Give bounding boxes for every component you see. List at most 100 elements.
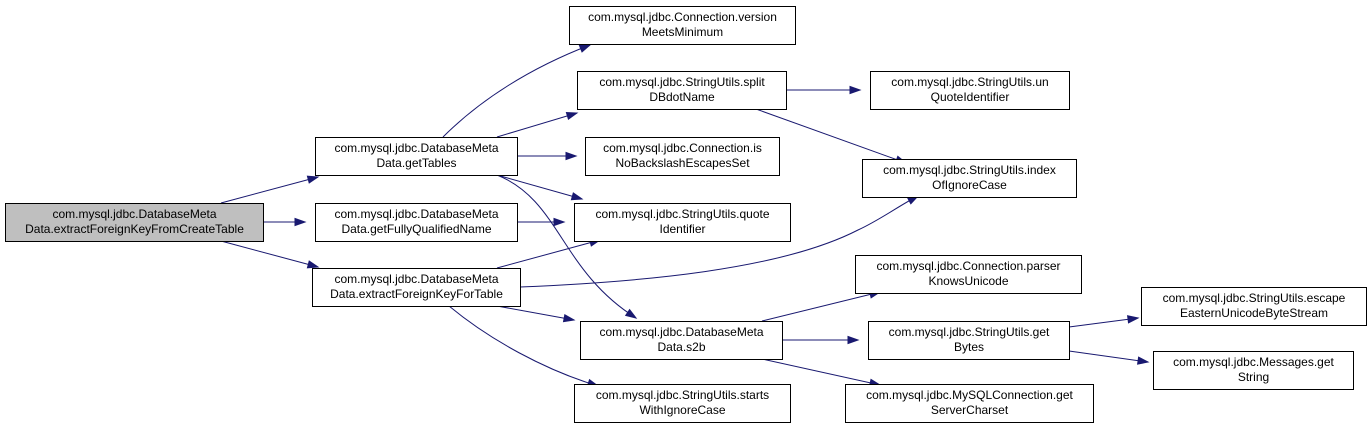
- node-label-line: com.mysql.jdbc.MySQLConnection.get: [866, 388, 1073, 402]
- edge-line: [496, 305, 575, 321]
- node-label-line: Data.extractForeignKeyFromCreateTable: [25, 222, 244, 236]
- arrowhead: [306, 175, 320, 184]
- node-box[interactable]: [862, 159, 1077, 198]
- node-box[interactable]: [1153, 351, 1354, 390]
- edge-efkt-to-swic: [448, 305, 600, 387]
- node-ioic[interactable]: com.mysql.jdbc.StringUtils.indexOfIgnore…: [862, 159, 1077, 198]
- node-label-line: Data.getFullyQualifiedName: [341, 222, 491, 236]
- edge-line: [442, 44, 591, 138]
- node-box[interactable]: [569, 6, 796, 45]
- arrowhead: [565, 151, 578, 161]
- edge-s2b-to-gsc: [761, 358, 882, 387]
- node-label-line: com.mysql.jdbc.Messages.get: [1173, 355, 1334, 369]
- node-gsc[interactable]: com.mysql.jdbc.MySQLConnection.getServer…: [845, 384, 1094, 423]
- arrowhead: [847, 335, 860, 345]
- edge-gt-to-s2b: [496, 174, 638, 319]
- edge-line: [448, 305, 599, 387]
- node-label-line: com.mysql.jdbc.DatabaseMeta: [334, 272, 498, 286]
- arrowhead: [306, 260, 320, 269]
- arrowhead: [294, 217, 307, 227]
- edge-line: [220, 176, 319, 204]
- node-label-line: com.mysql.jdbc.StringUtils.escape: [1163, 291, 1346, 305]
- edge-efkt-to-s2b: [496, 305, 576, 323]
- node-label-line: com.mysql.jdbc.StringUtils.un: [891, 75, 1048, 89]
- node-box[interactable]: [868, 321, 1070, 360]
- node-eeu[interactable]: com.mysql.jdbc.StringUtils.escapeEastern…: [1141, 287, 1367, 326]
- edge-root-to-gt: [220, 175, 320, 204]
- node-cnb[interactable]: com.mysql.jdbc.Connection.isNoBackslashE…: [585, 137, 780, 176]
- node-label-line: OfIgnoreCase: [932, 178, 1007, 192]
- edge-s2b-to-gb: [782, 335, 860, 345]
- node-box[interactable]: [577, 71, 787, 110]
- node-label-line: com.mysql.jdbc.Connection.parser: [876, 259, 1060, 273]
- arrowhead: [553, 217, 566, 227]
- node-box[interactable]: [312, 268, 521, 307]
- node-label-line: com.mysql.jdbc.DatabaseMeta: [334, 141, 498, 155]
- node-label-line: QuoteIdentifier: [931, 90, 1010, 104]
- edge-gfq-to-qi: [517, 217, 566, 227]
- node-box[interactable]: [315, 137, 518, 176]
- node-root[interactable]: com.mysql.jdbc.DatabaseMetaData.extractF…: [5, 203, 264, 242]
- arrowhead: [570, 192, 584, 201]
- node-gt[interactable]: com.mysql.jdbc.DatabaseMetaData.getTable…: [315, 137, 518, 176]
- node-label-line: DBdotName: [649, 90, 715, 104]
- node-label-line: com.mysql.jdbc.StringUtils.get: [889, 325, 1050, 339]
- arrowhead: [624, 308, 638, 319]
- edge-line: [761, 358, 881, 386]
- node-label-line: EasternUnicodeByteStream: [1180, 306, 1328, 320]
- node-label-line: String: [1238, 370, 1269, 384]
- node-label-line: com.mysql.jdbc.StringUtils.starts: [596, 388, 769, 402]
- node-label-line: KnowsUnicode: [928, 274, 1008, 288]
- node-label-line: ServerCharset: [931, 403, 1009, 417]
- node-label-line: com.mysql.jdbc.Connection.is: [603, 141, 762, 155]
- edge-root-to-efkt: [220, 240, 320, 269]
- node-box[interactable]: [5, 203, 264, 242]
- node-label-line: Data.s2b: [657, 340, 705, 354]
- node-box[interactable]: [585, 137, 780, 176]
- edges-layer: [220, 44, 1150, 387]
- edge-efkt-to-qi: [496, 238, 602, 269]
- edge-line: [496, 174, 637, 319]
- node-label-line: com.mysql.jdbc.DatabaseMeta: [52, 207, 216, 221]
- node-label-line: com.mysql.jdbc.Connection.version: [588, 10, 777, 24]
- arrowhead: [1137, 356, 1150, 365]
- edge-line: [496, 174, 583, 200]
- node-qi[interactable]: com.mysql.jdbc.StringUtils.quoteIdentifi…: [574, 203, 791, 242]
- node-label-line: WithIgnoreCase: [639, 403, 725, 417]
- node-uqi[interactable]: com.mysql.jdbc.StringUtils.unQuoteIdenti…: [870, 71, 1070, 110]
- node-box[interactable]: [870, 71, 1070, 110]
- node-swic[interactable]: com.mysql.jdbc.StringUtils.startsWithIgn…: [574, 384, 791, 423]
- edge-line: [496, 112, 578, 138]
- node-label-line: com.mysql.jdbc.DatabaseMeta: [334, 207, 498, 221]
- arrowhead: [578, 44, 592, 53]
- edge-gt-to-cvm: [442, 44, 592, 138]
- node-box[interactable]: [845, 384, 1094, 423]
- node-cvm[interactable]: com.mysql.jdbc.Connection.versionMeetsMi…: [569, 6, 796, 45]
- node-gfq[interactable]: com.mysql.jdbc.DatabaseMetaData.getFully…: [315, 203, 518, 242]
- arrowhead: [565, 111, 579, 121]
- node-efkt[interactable]: com.mysql.jdbc.DatabaseMetaData.extractF…: [312, 268, 521, 307]
- node-box[interactable]: [574, 384, 791, 423]
- node-label-line: Identifier: [659, 222, 705, 236]
- node-box[interactable]: [855, 255, 1082, 294]
- edge-line: [755, 108, 907, 164]
- node-label-line: Data.extractForeignKeyForTable: [330, 287, 503, 301]
- node-box[interactable]: [1141, 287, 1367, 326]
- edge-gb-to-eeu: [1068, 315, 1140, 328]
- node-box[interactable]: [315, 203, 518, 242]
- node-label-line: Bytes: [954, 340, 984, 354]
- arrowhead: [1127, 315, 1140, 324]
- node-split[interactable]: com.mysql.jdbc.StringUtils.splitDBdotNam…: [577, 71, 787, 110]
- node-cpku[interactable]: com.mysql.jdbc.Connection.parserKnowsUni…: [855, 255, 1082, 294]
- node-box[interactable]: [574, 203, 791, 242]
- edge-gt-to-cnb: [517, 151, 578, 161]
- edge-s2b-to-cpku: [761, 290, 882, 322]
- node-label-line: NoBackslashEscapesSet: [615, 156, 750, 170]
- node-box[interactable]: [580, 321, 783, 360]
- arrowhead: [562, 314, 576, 323]
- edge-gb-to-mgs: [1068, 350, 1150, 365]
- edge-gt-to-qi: [496, 174, 584, 201]
